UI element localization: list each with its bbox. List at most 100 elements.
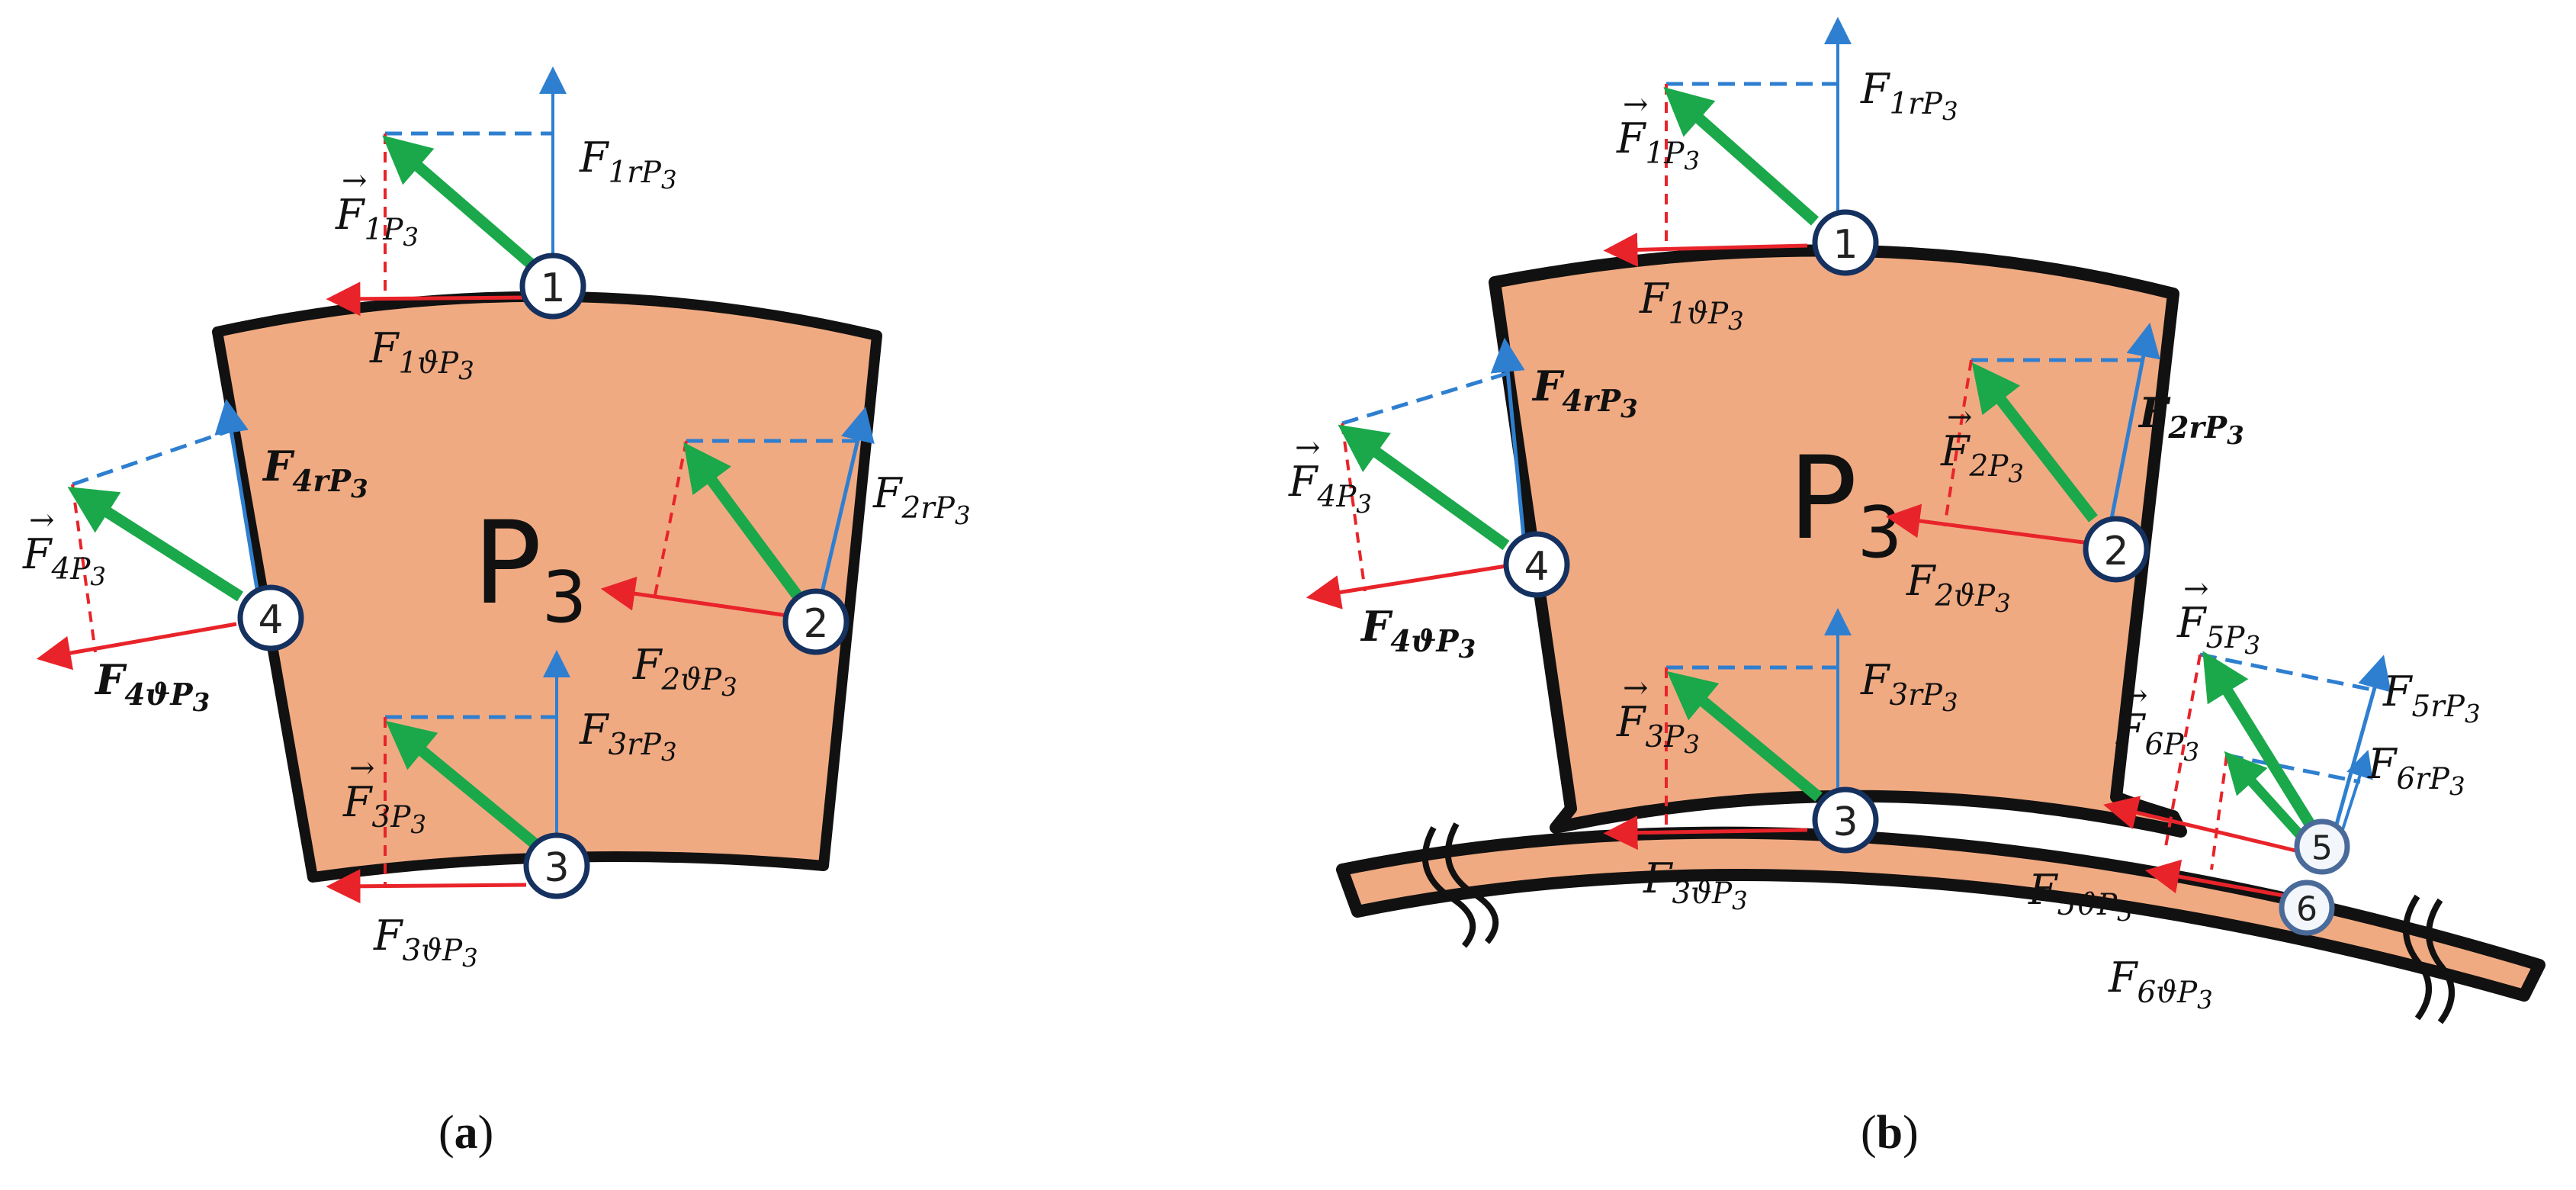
node-2-b[interactable]: 2 [2083, 516, 2150, 583]
force-group-2-a: 2 F2rP3 F2ϑP3 [600, 407, 971, 702]
total-force-1-b [1663, 87, 1819, 226]
arrow-mark-f4-b: → [1295, 430, 1321, 465]
label-f3-a: F3P3 [342, 778, 426, 839]
label-f1-b: F1P3 [1616, 114, 1700, 175]
svg-text:1: 1 [540, 265, 565, 311]
svg-text:4: 4 [258, 597, 283, 643]
tangential-component-2-a [600, 576, 794, 619]
node-3-a[interactable]: 3 [523, 832, 590, 899]
break-mark-right-b [2403, 894, 2432, 1021]
label-f6-b: F6P3 [2115, 706, 2199, 767]
svg-text:2: 2 [2103, 529, 2128, 574]
panel-b: P3 1 F1P3 → F1rP3 F1ϑP3 [1288, 17, 2545, 1159]
label-f4r-a: F4rP3 [262, 442, 368, 503]
svg-text:3: 3 [544, 845, 569, 891]
label-f5r-b: F5rP3 [2382, 667, 2481, 728]
force-group-1-a: 1 F1P3 → F1rP3 F1ϑP3 [326, 66, 677, 385]
label-f4-b: F4P3 [1288, 458, 1372, 519]
node-4-b[interactable]: 4 [1503, 531, 1570, 598]
label-f2r-b: F2rP3 [2138, 388, 2244, 450]
dashed-guide-5b-b [2164, 654, 2202, 847]
arrow-mark-f3-a: → [349, 751, 375, 786]
label-f6t-b: F6ϑP3 [2108, 954, 2213, 1015]
force-group-4-a: 4 F4P3 → F4rP3 F4ϑP3 [22, 398, 368, 717]
svg-text:5: 5 [2311, 829, 2333, 868]
label-f3t-a: F3ϑP3 [373, 912, 478, 973]
label-f1t-b: F1ϑP3 [1639, 275, 1744, 336]
label-f1r-a: F1rP3 [579, 133, 677, 195]
tangential-component-5-b [2103, 796, 2296, 853]
radial-component-2-b [2106, 322, 2160, 535]
total-force-2-b [1971, 362, 2098, 523]
node-1-a[interactable]: 1 [519, 252, 586, 320]
body-p3-a [212, 291, 882, 883]
node-1-b[interactable]: 1 [1812, 209, 1879, 276]
dashed-guide-6-b [2226, 753, 2361, 784]
arrow-mark-f6-b: → [2122, 678, 2148, 713]
total-force-2-a [683, 442, 802, 599]
body-label-a: P3 [473, 497, 587, 638]
tangential-component-1-a [326, 281, 527, 317]
force-group-3-b: 3 F3P3 → F3rP3 F3ϑP3 [1603, 608, 1958, 915]
label-f2-b: F2P3 [1940, 427, 2024, 488]
arrow-mark-f4-a: → [29, 503, 55, 538]
node-3-b[interactable]: 3 [1812, 786, 1879, 854]
radial-component-2-a [814, 407, 875, 619]
tangential-component-6-b [2144, 859, 2289, 899]
break-mark-left-b [1421, 826, 1476, 948]
total-force-1-a [382, 135, 534, 268]
tangential-component-4-a [36, 622, 237, 671]
force-group-1-b: 1 F1P3 → F1rP3 F1ϑP3 [1603, 17, 1958, 336]
label-f2t-a: F2ϑP3 [632, 641, 737, 702]
arrow-mark-f1-a: → [342, 163, 368, 198]
tangential-component-4-b [1306, 564, 1507, 609]
label-f4t-a: F4ϑP3 [94, 655, 210, 717]
dashed-guide-4-a [72, 429, 230, 487]
radial-component-4-b [1490, 337, 1527, 554]
label-f4t-b: F4ϑP3 [1360, 602, 1476, 664]
label-f3-b: F3P3 [1616, 698, 1700, 759]
force-group-4-b: 4 F4P3 → F4rP3 F4ϑP3 [1288, 337, 1638, 664]
tangential-component-3-b [1603, 815, 1808, 851]
total-force-3-b [1666, 671, 1823, 802]
label-f1-a: F1P3 [335, 191, 419, 252]
node-2-a[interactable]: 2 [782, 588, 850, 655]
label-f2t-b: F2ϑP3 [1906, 557, 2011, 618]
base-strip-b [1336, 826, 2545, 1002]
label-f1t-a: F1ϑP3 [369, 324, 474, 385]
total-force-5-b [2202, 651, 2320, 835]
caption-a: (a) [438, 1107, 493, 1159]
arrow-mark-f3-b: → [1623, 671, 1649, 706]
label-f4r-b: F4rP3 [1531, 362, 1638, 423]
panel-a: P3 1 F1P3 → F1rP3 F1ϑP3 [22, 66, 971, 1159]
tangential-component-2-b [1885, 503, 2090, 545]
force-group-3-a: 3 F3P3 → F3rP3 F3ϑP3 [326, 650, 677, 973]
force-group-5-6-b: 5 6 F5P3 → F6P3 → F5rP3 F6rP3 F5ϑP3 [2028, 571, 2481, 1015]
force-group-2-b: 2 F2P3 → F2rP3 F2ϑP3 [1885, 322, 2244, 618]
arrow-mark-f5-b: → [2183, 571, 2209, 606]
node-6-b[interactable]: 6 [2279, 880, 2335, 936]
svg-text:1: 1 [1832, 222, 1858, 268]
label-f3r-b: F3rP3 [1860, 656, 1958, 717]
dashed-guide-2b-b [1943, 359, 1973, 527]
label-f5t-b: F5ϑP3 [2028, 866, 2133, 927]
arrow-mark-f1-b: → [1623, 87, 1649, 122]
total-force-3-a [385, 720, 538, 847]
break-mark-left2-b [1444, 822, 1499, 944]
tangential-component-3-a [326, 869, 527, 904]
dashed-guide-4-b [1341, 371, 1507, 426]
svg-text:2: 2 [803, 601, 828, 647]
label-f5-b: F5P3 [2176, 599, 2260, 660]
arrow-mark-f2-b: → [1947, 400, 1973, 435]
svg-text:6: 6 [2296, 890, 2317, 929]
break-mark-right2-b [2426, 898, 2455, 1024]
caption-b: (b) [1861, 1107, 1919, 1159]
total-force-4-a [67, 487, 244, 602]
node-5-b[interactable]: 5 [2294, 819, 2350, 875]
svg-text:4: 4 [1524, 544, 1549, 590]
node-4-a[interactable]: 4 [237, 584, 304, 651]
body-label-b: P3 [1788, 433, 1903, 574]
label-f6r-b: F6rP3 [2367, 740, 2465, 801]
label-f2r-a: F2rP3 [872, 469, 971, 530]
